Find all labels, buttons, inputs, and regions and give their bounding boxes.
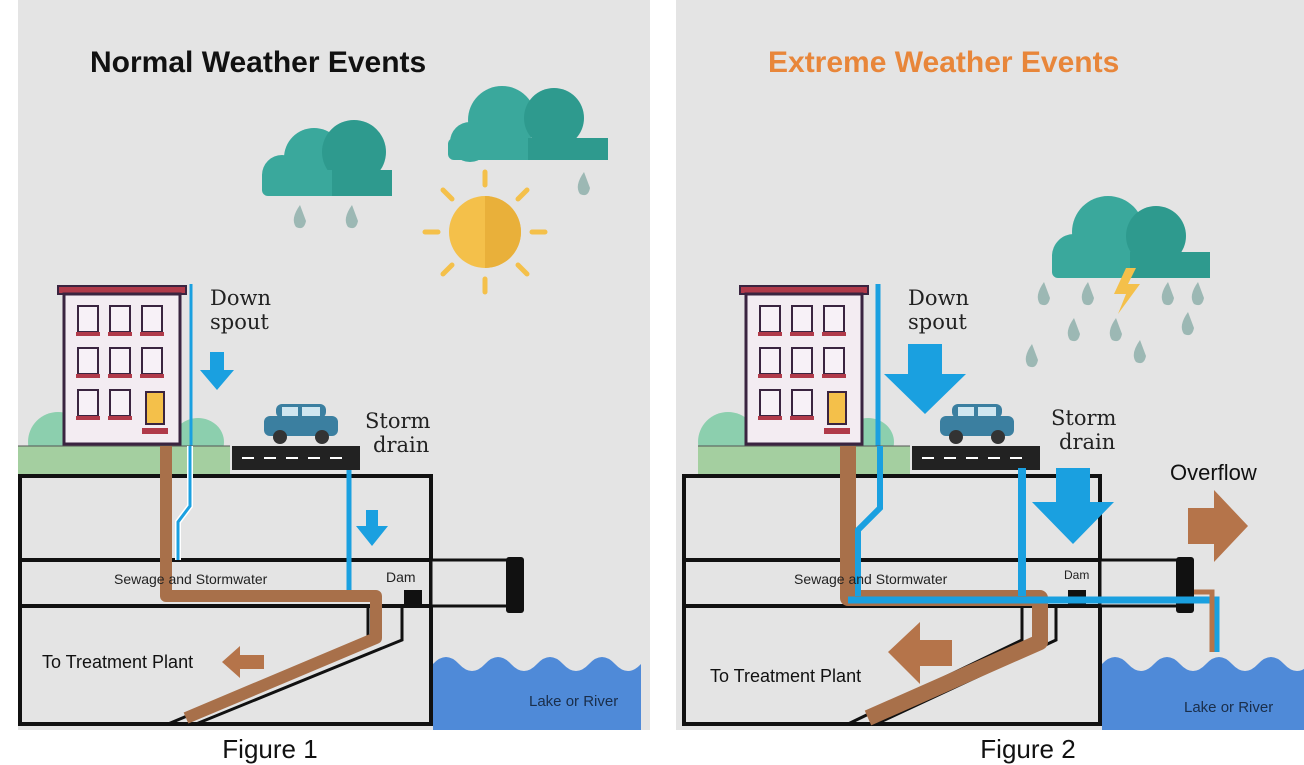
car-icon — [264, 404, 338, 444]
arrow-left-icon — [888, 622, 952, 684]
lightning-icon — [1114, 268, 1140, 314]
treatment-label: To Treatment Plant — [42, 652, 193, 672]
dam-label: Dam — [1064, 568, 1089, 582]
cloud-icon — [448, 86, 608, 162]
lake-water — [1102, 657, 1304, 730]
pipe-label: Sewage and Stormwater — [114, 571, 268, 587]
sun-icon — [422, 169, 548, 295]
lake-label: Lake or River — [1184, 699, 1273, 716]
treatment-label: To Treatment Plant — [710, 666, 861, 686]
downspout-label: Down — [210, 286, 271, 310]
figure-1-panel: Normal Weather Events — [18, 0, 650, 730]
cloud-icon — [262, 120, 392, 196]
ground — [698, 446, 910, 474]
downspout-label: Down — [908, 286, 969, 310]
arrow-right-icon — [1188, 490, 1248, 562]
figure-caption: Figure 1 — [222, 734, 318, 764]
sewage-overflow-flow — [1194, 589, 1215, 652]
dam-block — [404, 590, 422, 606]
building-icon — [698, 285, 894, 472]
arrow-left-icon — [222, 646, 264, 678]
stormwater-overflow-flow — [848, 596, 1220, 652]
lake-water — [433, 657, 641, 730]
figure-2-panel: Extreme Weather Events — [676, 0, 1304, 730]
lake-label: Lake or River — [529, 693, 618, 710]
stormwater-flow — [176, 446, 192, 560]
arrow-down-icon — [1032, 468, 1114, 544]
overflow-label: Overflow — [1170, 460, 1257, 485]
raindrop-icon — [577, 172, 590, 196]
outfall-gate — [506, 557, 524, 613]
figure-caption: Figure 2 — [980, 734, 1076, 764]
storm-drain-label: Storm — [365, 409, 431, 433]
overflow-pipe — [429, 558, 517, 608]
car-icon — [940, 404, 1014, 444]
pipe-label: Sewage and Stormwater — [794, 571, 948, 587]
arrow-down-icon — [200, 352, 234, 390]
stormwater-flow — [855, 446, 883, 596]
storm-drain-label: drain — [373, 433, 429, 457]
downspout-label: spout — [908, 310, 967, 334]
arrow-down-icon — [884, 344, 966, 414]
downspout-label: spout — [210, 310, 269, 334]
outfall-gate — [1176, 557, 1194, 613]
figure-title: Extreme Weather Events — [768, 46, 1119, 79]
storm-drain-label: drain — [1059, 430, 1115, 454]
arrow-down-icon — [356, 510, 388, 546]
figure-title: Normal Weather Events — [90, 46, 426, 79]
sewage-flow — [160, 446, 382, 724]
ground — [18, 446, 230, 474]
storm-drain-label: Storm — [1051, 406, 1117, 430]
rain-icon — [1025, 282, 1204, 368]
underground-structure — [18, 474, 433, 726]
storm-cloud-icon — [1052, 196, 1210, 278]
raindrop-icon — [345, 205, 358, 229]
dam-label: Dam — [386, 569, 416, 585]
raindrop-icon — [293, 205, 306, 229]
